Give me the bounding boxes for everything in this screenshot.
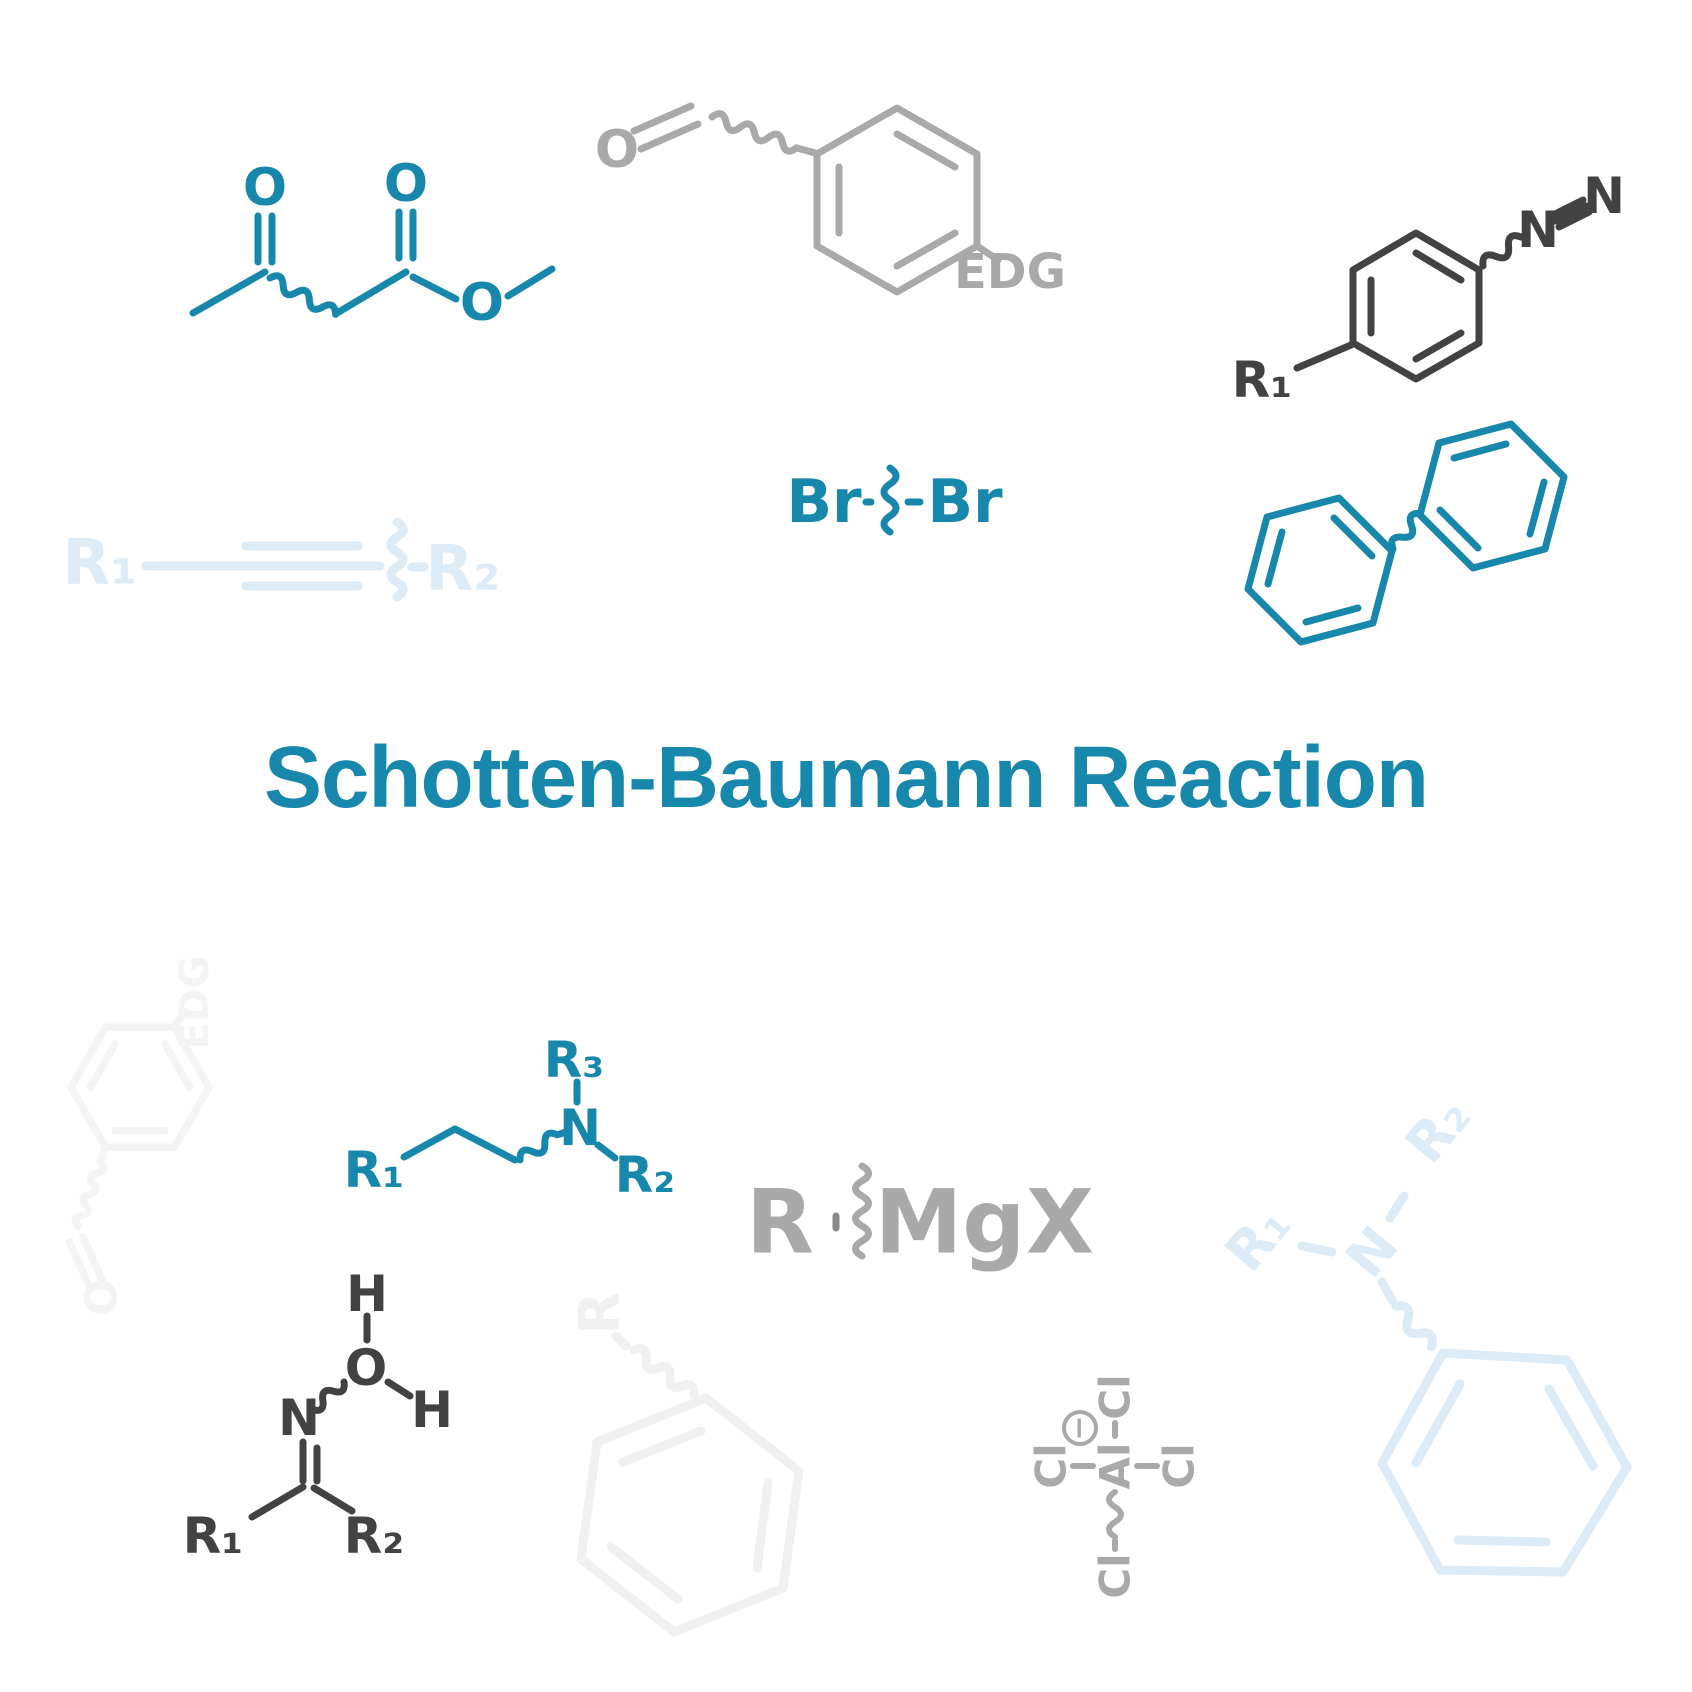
aryl-amine-bonds xyxy=(1297,1191,1632,1577)
oxime-r2-label: R₂ xyxy=(344,1507,404,1565)
alcl4-minus-charge-icon: − xyxy=(1062,1415,1097,1440)
structure-aryl-diazonium: R₁ N N xyxy=(1232,167,1625,409)
amine-r2-label: R₂ xyxy=(615,1146,675,1204)
oxime-h-top-label: H xyxy=(346,1265,388,1323)
alcl4-cl-right-label: Cl xyxy=(1091,1374,1140,1419)
faint-edg-label: EDG xyxy=(170,955,218,1050)
faint-o-label: O xyxy=(78,1279,128,1316)
diazonium-n-inner-label: N xyxy=(1517,201,1559,259)
ketoester-o-ester-label: O xyxy=(460,273,504,333)
alkyne-r1-label: R₁ xyxy=(63,526,138,599)
amine-n-label: N xyxy=(559,1099,601,1157)
alcl4-cl-top-label: Cl xyxy=(1027,1443,1076,1488)
grignard-x-label: X xyxy=(1026,1171,1094,1274)
structure-bromine: Br Br xyxy=(786,464,1003,537)
structure-methyl-acetoacetate: O O O xyxy=(189,154,556,333)
structure-benzaldehyde-faint: O EDG xyxy=(65,955,218,1316)
benzaldehyde-edg-label: EDG xyxy=(954,244,1066,300)
oxime-h-right-label: H xyxy=(411,1381,453,1439)
page-title: Schotten-Baumann Reaction xyxy=(263,729,1429,826)
benzaldehyde-o-label: O xyxy=(595,120,639,180)
amine-r1-label: R₁ xyxy=(344,1141,404,1199)
amine-r3-label: R₃ xyxy=(544,1031,604,1089)
alcl4-cl-left-label: Cl xyxy=(1155,1443,1204,1488)
bromine-right-label: Br xyxy=(927,467,1003,537)
grignard-mg-label: Mg xyxy=(875,1171,1026,1274)
benzaldehyde-faint-bonds xyxy=(65,1007,213,1289)
biphenyl-bonds xyxy=(1244,420,1568,646)
structure-tertiary-amine: R₁ R₃ N R₂ xyxy=(344,1031,675,1204)
aryl-amine-r1-label: R₁ xyxy=(1213,1193,1303,1283)
oxime-bonds xyxy=(248,1312,414,1521)
structure-phenyl-r-faint: R xyxy=(568,1291,804,1637)
bromine-left-label: Br xyxy=(786,467,862,537)
oxime-r1-label: R₁ xyxy=(183,1507,243,1565)
grignard-r-label: R xyxy=(746,1171,814,1274)
diazonium-n-outer-label: N xyxy=(1583,167,1625,225)
amine-bonds xyxy=(400,1078,619,1164)
benzaldehyde-bonds xyxy=(630,102,1002,296)
alcl4-cl-squiggle-label: Cl xyxy=(1091,1553,1140,1598)
alkyne-bonds xyxy=(141,517,429,602)
ketoester-o-carbonyl-label: O xyxy=(384,154,428,214)
structure-benzaldehyde-edg: O EDG xyxy=(595,102,1066,300)
diazonium-r1-label: R₁ xyxy=(1232,351,1292,409)
structure-alkyne: R₁ R₂ xyxy=(63,517,501,605)
bromine-bonds xyxy=(862,464,924,536)
structure-oxime: H O H N R₁ R₂ xyxy=(183,1265,453,1565)
alcl4-bonds xyxy=(1062,1410,1160,1552)
aryl-amine-r2-label: R₂ xyxy=(1393,1085,1483,1175)
structure-tetrachloroaluminate: Cl Al Cl Cl Cl − xyxy=(1027,1374,1204,1598)
oxime-o-label: O xyxy=(345,1339,388,1397)
ketoester-o-ketone-label: O xyxy=(243,158,287,218)
structure-grignard-reagent: R Mg X xyxy=(746,1162,1094,1274)
alcl4-al-label: Al xyxy=(1091,1443,1140,1490)
structure-aryl-amine-faint: R₁ N R₂ xyxy=(1213,1085,1632,1577)
alkyne-r2-label: R₂ xyxy=(426,532,501,605)
grignard-bonds xyxy=(832,1162,1012,1260)
structure-biphenyl xyxy=(1244,420,1568,646)
phenyl-faint-bonds xyxy=(576,1331,804,1637)
faint-r-label: R xyxy=(568,1291,633,1334)
aryl-amine-n-label: N xyxy=(1333,1214,1410,1289)
diazonium-bonds xyxy=(1293,196,1593,383)
ketoester-bonds xyxy=(189,208,556,318)
oxime-n-label: N xyxy=(278,1389,320,1447)
